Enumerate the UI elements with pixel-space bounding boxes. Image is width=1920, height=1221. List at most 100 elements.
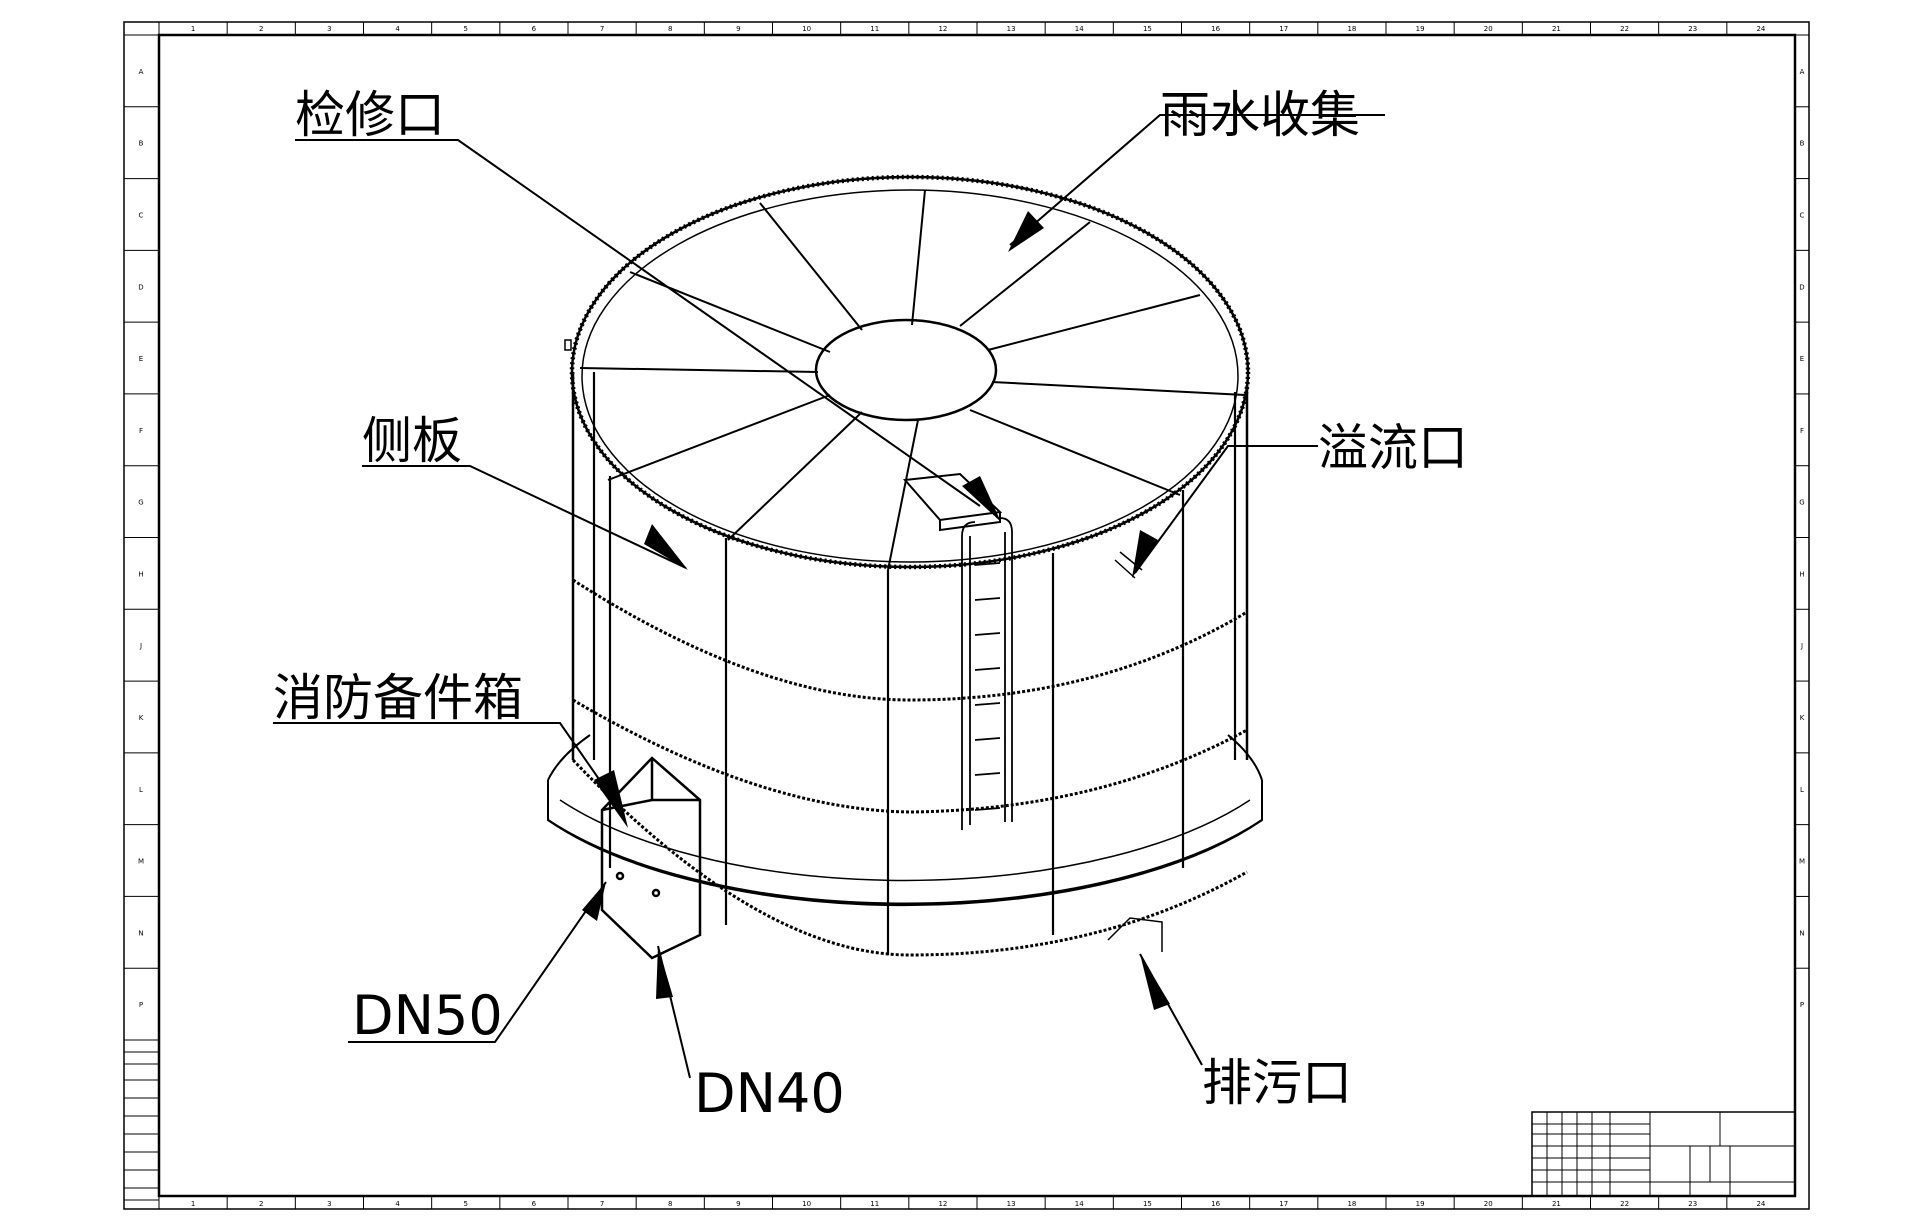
- rain-collection-label: 雨水收集: [1160, 86, 1360, 144]
- column-tick-label: 11: [870, 1200, 879, 1208]
- dn40-label: DN40: [694, 1062, 845, 1125]
- column-tick-label: 18: [1347, 1200, 1356, 1208]
- column-tick-label: 16: [1211, 1200, 1220, 1208]
- row-tick-label: M: [138, 858, 144, 866]
- column-tick-label: 19: [1416, 25, 1425, 33]
- column-tick-label: 1: [191, 25, 195, 33]
- tank-drawing: [547, 174, 1263, 960]
- column-tick-label: 21: [1552, 25, 1561, 33]
- column-tick-label: 19: [1416, 1200, 1425, 1208]
- column-tick-label: 21: [1552, 1200, 1561, 1208]
- column-tick-label: 22: [1620, 1200, 1629, 1208]
- column-tick-label: 9: [736, 25, 740, 33]
- column-tick-label: 7: [600, 1200, 604, 1208]
- fire-spare-box: [600, 756, 702, 960]
- drain-outlet-block: [1107, 917, 1163, 952]
- row-tick-label: A: [139, 68, 144, 76]
- drawing-outer-border: [123, 21, 1810, 1210]
- column-tick-label: 3: [327, 1200, 331, 1208]
- column-tick-label: 15: [1143, 25, 1152, 33]
- row-tick-label: B: [139, 140, 144, 148]
- column-tick-label: 6: [532, 25, 537, 33]
- column-tick-label: 10: [802, 25, 811, 33]
- column-tick-label: 23: [1688, 25, 1697, 33]
- drain-port-label: 排污口: [1202, 1054, 1352, 1112]
- row-tick-label: K: [1800, 714, 1805, 722]
- column-tick-label: 7: [600, 25, 604, 33]
- column-tick-label: 18: [1347, 25, 1356, 33]
- row-tick-label: H: [1799, 570, 1804, 578]
- column-tick-label: 16: [1211, 25, 1220, 33]
- row-tick-label: P: [139, 1001, 143, 1009]
- tank-roof-rim: [569, 174, 1251, 570]
- column-tick-label: 12: [938, 1200, 947, 1208]
- side-panel-label: 侧板: [362, 412, 462, 470]
- row-tick-label: F: [139, 427, 143, 435]
- column-tick-label: 24: [1756, 1200, 1765, 1208]
- column-tick-label: 2: [259, 25, 263, 33]
- row-tick-label: N: [138, 929, 143, 937]
- column-tick-label: 22: [1620, 25, 1629, 33]
- row-tick-label: D: [1799, 283, 1804, 291]
- leader-arrowheads: [582, 211, 1170, 1010]
- column-tick-label: 10: [802, 1200, 811, 1208]
- tank-ring-bottom: [571, 758, 1248, 957]
- row-tick-label: H: [138, 570, 143, 578]
- column-tick-label: 13: [1007, 1200, 1016, 1208]
- column-tick-label: 4: [395, 1200, 400, 1208]
- inspection-port-label: 检修口: [295, 86, 445, 144]
- row-tick-label: J: [139, 642, 142, 650]
- row-tick-label: J: [1800, 642, 1803, 650]
- column-tick-label: 8: [668, 1200, 672, 1208]
- row-tick-label: F: [1800, 427, 1804, 435]
- tank-ring-2: [572, 698, 1248, 814]
- row-tick-label: M: [1799, 858, 1805, 866]
- column-tick-label: 6: [532, 1200, 537, 1208]
- column-tick-label: 4: [395, 25, 400, 33]
- column-grid-ticks: 1122334455667788991010111112121313141415…: [158, 22, 1766, 1209]
- row-tick-label: G: [1799, 499, 1804, 507]
- row-tick-label: C: [1800, 211, 1805, 219]
- inspection-hatch: [902, 472, 1003, 532]
- row-tick-label: N: [1799, 929, 1804, 937]
- column-tick-label: 20: [1484, 25, 1493, 33]
- row-tick-label: D: [138, 283, 143, 291]
- column-tick-label: 17: [1279, 25, 1288, 33]
- column-tick-label: 23: [1688, 1200, 1697, 1208]
- column-tick-label: 5: [464, 25, 468, 33]
- row-tick-label: A: [1800, 68, 1805, 76]
- column-tick-label: 2: [259, 1200, 263, 1208]
- column-tick-label: 3: [327, 25, 331, 33]
- column-tick-label: 14: [1075, 25, 1084, 33]
- column-tick-label: 8: [668, 25, 672, 33]
- column-tick-label: 11: [870, 25, 879, 33]
- tank-ring-1: [572, 578, 1248, 702]
- column-tick-label: 12: [938, 25, 947, 33]
- column-tick-label: 20: [1484, 1200, 1493, 1208]
- column-tick-label: 15: [1143, 1200, 1152, 1208]
- row-tick-label: L: [139, 786, 143, 794]
- column-tick-label: 1: [191, 1200, 195, 1208]
- column-tick-label: 17: [1279, 1200, 1288, 1208]
- title-block: [1531, 1111, 1796, 1197]
- row-tick-label: B: [1800, 140, 1805, 148]
- row-tick-label: K: [139, 714, 144, 722]
- row-tick-label: E: [1800, 355, 1804, 363]
- column-tick-label: 24: [1756, 25, 1765, 33]
- column-tick-label: 14: [1075, 1200, 1084, 1208]
- vertical-seams: [592, 372, 1237, 955]
- tank-ladder: [961, 517, 1013, 830]
- column-tick-label: 5: [464, 1200, 468, 1208]
- overflow-port-label: 溢流口: [1318, 419, 1468, 477]
- fire-spare-box-label: 消防备件箱: [273, 669, 523, 727]
- column-tick-label: 13: [1007, 25, 1016, 33]
- column-tick-label: 9: [736, 1200, 740, 1208]
- row-tick-label: C: [139, 211, 144, 219]
- row-tick-label: L: [1800, 786, 1804, 794]
- roof-ribs: [579, 189, 1246, 571]
- row-tick-label: P: [1800, 1001, 1804, 1009]
- dn50-label: DN50: [352, 984, 503, 1047]
- roof-central-hatch: [814, 318, 998, 422]
